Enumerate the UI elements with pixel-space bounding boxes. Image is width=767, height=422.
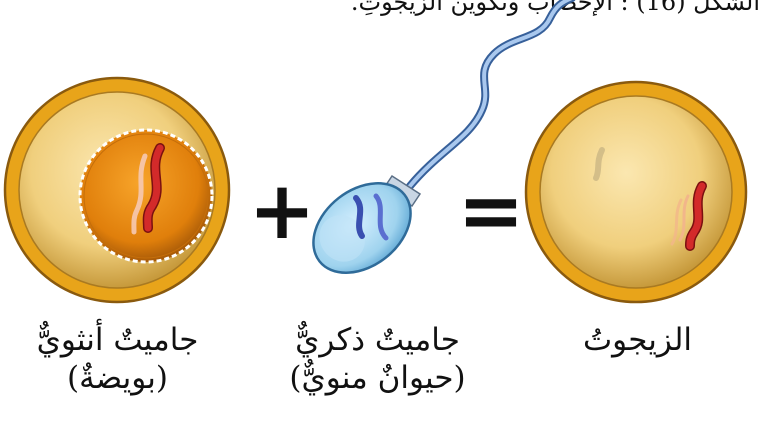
zygote-label-line1: الزيجوتُ <box>583 322 692 358</box>
zygote-label: الزيجوتُ <box>550 322 725 358</box>
equals-sign: = <box>457 164 524 257</box>
sperm-label-line2: (حيوانٌ منويٌّ) <box>289 360 466 396</box>
egg-label: جاميتٌ أنثويٌّ (بويضةٌ) <box>10 322 225 396</box>
plus-sign: + <box>248 164 315 257</box>
zygote-chromosomes <box>670 181 707 251</box>
egg-cell <box>3 76 231 304</box>
egg-nucleus <box>78 128 214 264</box>
figure-caption: الشكل (16) : الإخصاب وتكوين الزيجوتِ. <box>350 0 760 16</box>
sperm-label-line1: جاميتٌ ذكريٌّ <box>295 322 460 358</box>
zygote-cell <box>524 80 748 304</box>
sperm-cell <box>312 0 576 274</box>
egg-label-line1: جاميتٌ أنثويٌّ <box>36 322 199 358</box>
sperm-label: جاميتٌ ذكريٌّ (حيوانٌ منويٌّ) <box>270 322 485 396</box>
egg-label-line2: (بويضةٌ) <box>67 360 168 396</box>
